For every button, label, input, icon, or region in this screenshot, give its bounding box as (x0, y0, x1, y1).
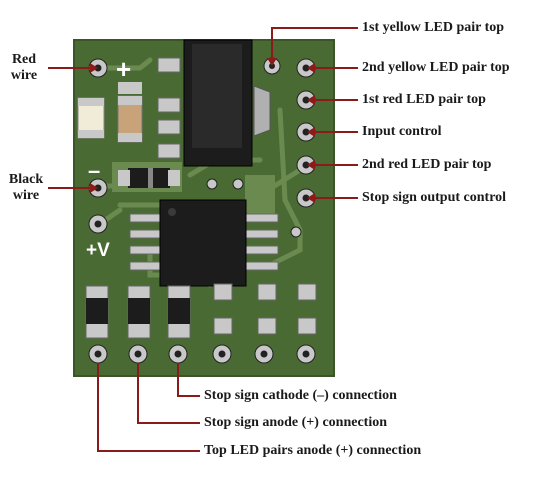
silk-minus: – (88, 158, 100, 183)
label-stop-anode: Stop sign anode (+) connection (204, 415, 387, 430)
leader-arrowheads (90, 58, 315, 203)
label-1st-red-led: 1st red LED pair top (362, 92, 486, 107)
silk-vplus: +V (86, 240, 110, 261)
label-top-led-anode: Top LED pairs anode (+) connection (204, 443, 422, 458)
right-pads (263, 57, 316, 208)
pcb-copper-area-right (245, 175, 275, 215)
label-black-wire: Black wire (8, 172, 44, 203)
label-stop-cathode: Stop sign cathode (–) connection (204, 388, 397, 403)
bottom-pads (88, 344, 316, 364)
smd-pads-top (157, 57, 181, 159)
label-stop-sign-output: Stop sign output control (362, 190, 507, 205)
label-1st-yellow-led: 1st yellow LED pair top (362, 20, 505, 35)
label-red-wire: Red wire (10, 52, 38, 83)
label-2nd-red-led: 2nd red LED pair top (362, 157, 492, 172)
mosfet-tab (253, 85, 271, 137)
label-2nd-yellow-led: 2nd yellow LED pair top (362, 60, 510, 75)
label-input-control: Input control (362, 124, 442, 139)
bottom-smd (85, 283, 317, 339)
silk-plus: + (116, 54, 131, 84)
vias (206, 178, 302, 238)
ic-chip-pins (129, 213, 279, 271)
leader-lines (48, 27, 358, 452)
